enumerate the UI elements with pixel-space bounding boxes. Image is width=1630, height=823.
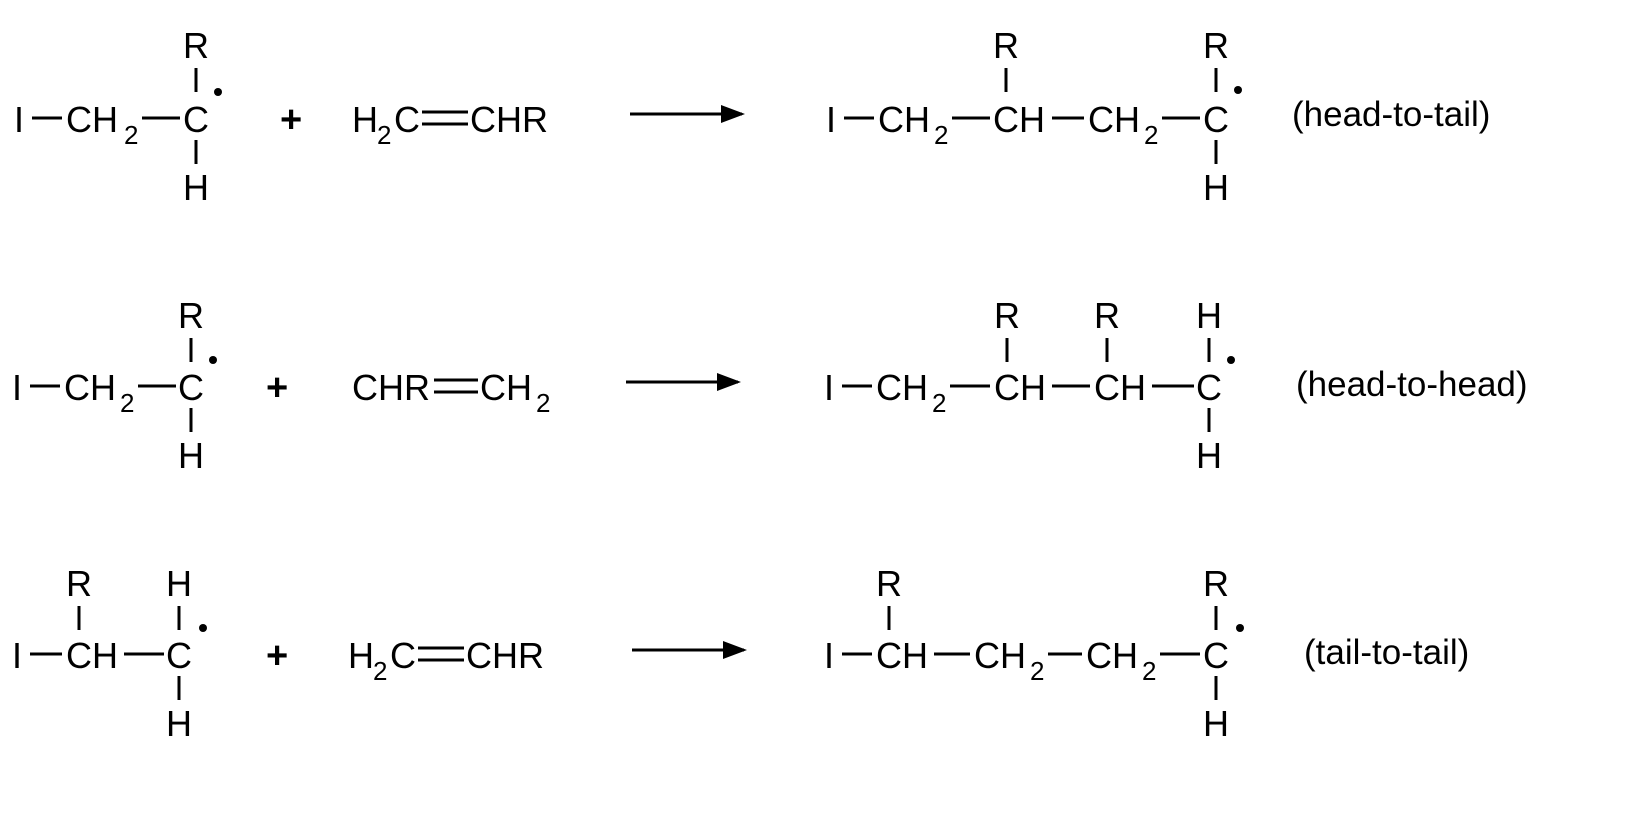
atom-chr: CHR: [470, 99, 548, 140]
atom-r: R: [1203, 25, 1229, 66]
radical-dot: [209, 356, 217, 364]
subscript: 2: [1142, 656, 1156, 686]
radical-dot: [1236, 624, 1244, 632]
product-head-to-head: I CH 2 CH R CH R C H H: [824, 295, 1235, 476]
atom-ch: CH: [994, 367, 1046, 408]
monomer-h2c-chr: H 2 C CHR: [352, 99, 548, 150]
atom-h: H: [1203, 167, 1229, 208]
plus-sign: +: [280, 99, 302, 141]
atom-ch: CH: [1086, 635, 1138, 676]
atom-r: R: [876, 563, 902, 604]
atom-ch: CH: [993, 99, 1045, 140]
reactant-radical: I CH R C H H: [12, 563, 207, 744]
atom-carbon: C: [183, 99, 209, 140]
subscript: 2: [932, 388, 946, 418]
radical-dot: [214, 88, 222, 96]
subscript: 2: [536, 388, 550, 418]
atom-r: R: [1094, 295, 1120, 336]
atom-ch: CH: [64, 367, 116, 408]
atom-r: R: [993, 25, 1019, 66]
atom-r: R: [1203, 563, 1229, 604]
subscript: 2: [1144, 120, 1158, 150]
atom-chr: CHR: [466, 635, 544, 676]
atom-ch: CH: [876, 367, 928, 408]
atom-h: H: [166, 563, 192, 604]
atom-h: H: [1203, 703, 1229, 744]
plus-sign: +: [266, 635, 288, 677]
reaction-tail-to-tail: I CH R C H H + H 2 C CHR I CH: [12, 563, 1469, 744]
subscript: 2: [373, 656, 387, 686]
reaction-head-to-head: I CH 2 C R H + CHR CH 2 I CH 2: [12, 295, 1528, 476]
reaction-label: (head-to-head): [1296, 365, 1528, 404]
atom-iodine: I: [826, 99, 836, 140]
atom-iodine: I: [12, 367, 22, 408]
atom-carbon: C: [394, 99, 420, 140]
monomer-h2c-chr: H 2 C CHR: [348, 635, 544, 686]
atom-r: R: [994, 295, 1020, 336]
atom-h: H: [178, 435, 204, 476]
atom-carbon: C: [1203, 99, 1229, 140]
atom-ch: CH: [66, 635, 118, 676]
atom-iodine: I: [12, 635, 22, 676]
radical-dot: [1234, 86, 1242, 94]
atom-carbon: C: [1203, 635, 1229, 676]
atom-h: H: [352, 99, 378, 140]
monomer-chr-ch2: CHR CH 2: [352, 367, 550, 418]
atom-carbon: C: [178, 367, 204, 408]
product-tail-to-tail: I CH R CH 2 CH 2 C R H: [824, 563, 1244, 744]
radical-dot: [1227, 356, 1235, 364]
atom-iodine: I: [824, 635, 834, 676]
atom-carbon: C: [1196, 367, 1222, 408]
atom-ch: CH: [974, 635, 1026, 676]
radical-dot: [199, 624, 207, 632]
atom-h: H: [166, 703, 192, 744]
atom-r: R: [178, 295, 204, 336]
reaction-label: (tail-to-tail): [1304, 633, 1469, 672]
atom-ch: CH: [480, 367, 532, 408]
atom-h: H: [348, 635, 374, 676]
reactant-radical: I CH 2 C R H: [12, 295, 217, 476]
subscript: 2: [934, 120, 948, 150]
atom-h: H: [183, 167, 209, 208]
subscript: 2: [1030, 656, 1044, 686]
subscript: 2: [120, 388, 134, 418]
product-head-to-tail: I CH 2 CH R CH 2 C R H: [826, 25, 1242, 208]
plus-sign: +: [266, 367, 288, 409]
atom-r: R: [66, 563, 92, 604]
atom-ch: CH: [1094, 367, 1146, 408]
atom-ch: CH: [66, 99, 118, 140]
reaction-label: (head-to-tail): [1292, 95, 1490, 134]
subscript: 2: [377, 120, 391, 150]
atom-chr: CHR: [352, 367, 430, 408]
atom-iodine: I: [824, 367, 834, 408]
atom-h: H: [1196, 435, 1222, 476]
atom-ch: CH: [1088, 99, 1140, 140]
atom-h: H: [1196, 295, 1222, 336]
atom-r: R: [183, 25, 209, 66]
subscript: 2: [124, 120, 138, 150]
atom-carbon: C: [390, 635, 416, 676]
reactant-radical: I CH 2 C R H: [14, 25, 222, 208]
atom-ch: CH: [878, 99, 930, 140]
atom-iodine: I: [14, 99, 24, 140]
atom-ch: CH: [876, 635, 928, 676]
atom-carbon: C: [166, 635, 192, 676]
reaction-head-to-tail: I CH 2 C R H + H 2 C CHR I CH: [14, 25, 1490, 208]
